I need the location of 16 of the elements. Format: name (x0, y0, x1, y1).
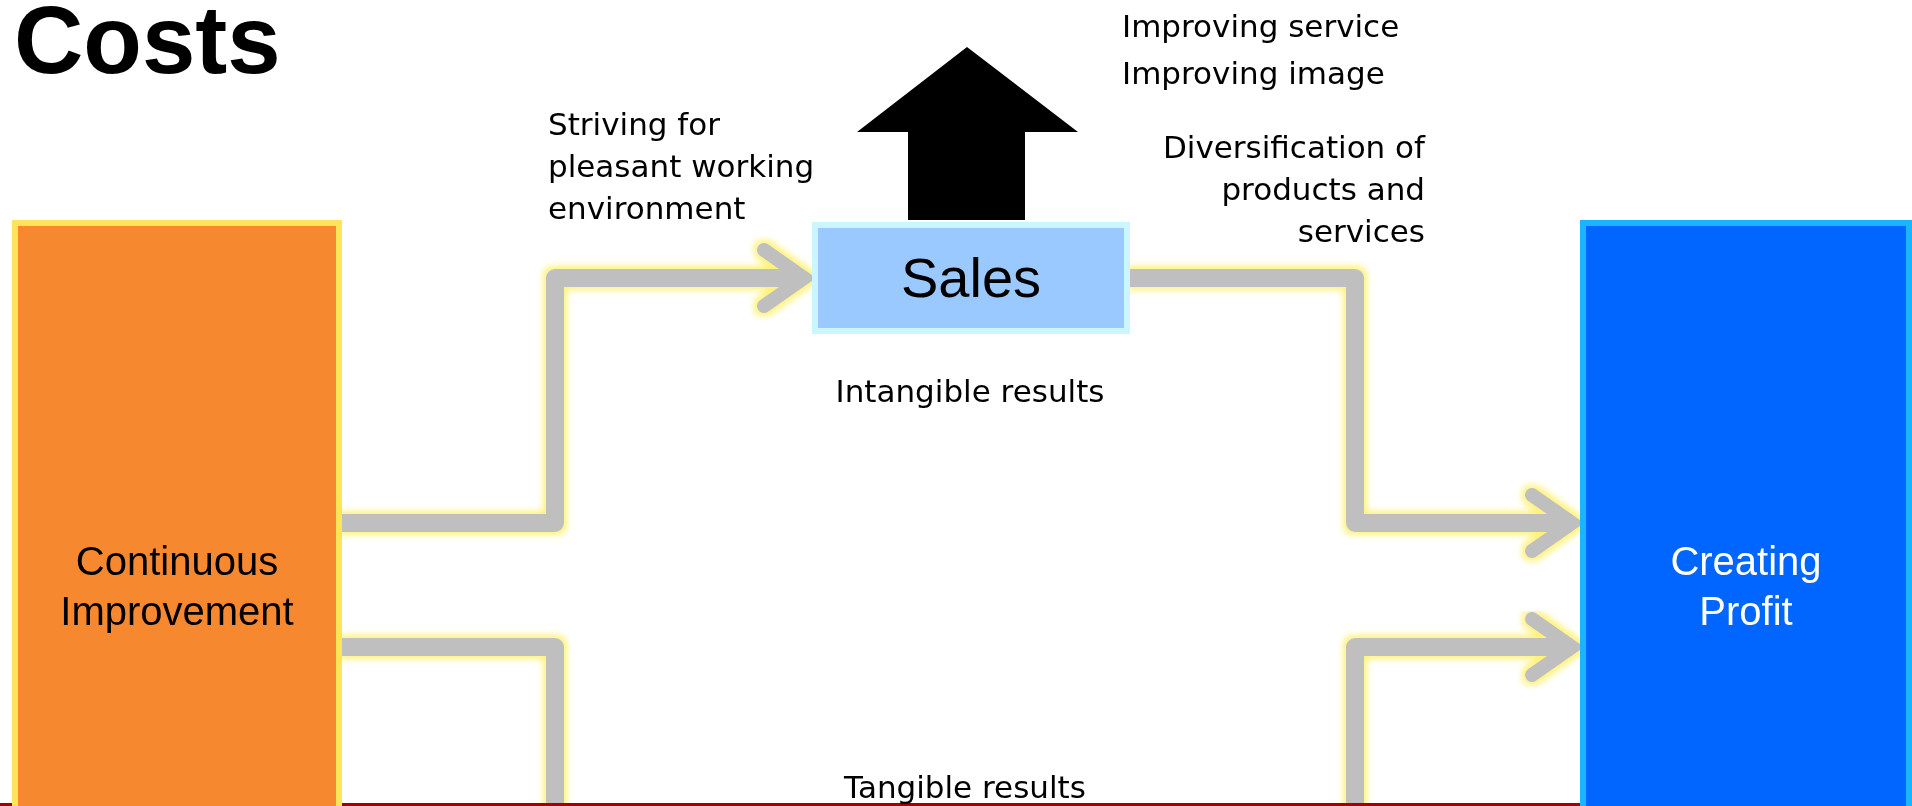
note-text: Improving image (1122, 54, 1386, 93)
arrow (342, 243, 811, 532)
note-text: Diversification of products and services (1161, 128, 1425, 251)
node-label: Sales (900, 245, 1042, 311)
note-text: Striving for pleasant working environment (548, 105, 816, 228)
title: Costs (14, 0, 281, 80)
note-text: Improving service (1122, 7, 1401, 46)
arrow (1130, 269, 1579, 558)
note-text: Intangible results (834, 372, 1106, 411)
node-label: Creating Profit (1669, 538, 1823, 635)
process-box (812, 222, 1130, 334)
note-text: Tangible results (843, 768, 1087, 806)
arrow (1346, 612, 1579, 806)
process-box (12, 220, 342, 806)
node-label: Continuous Improvement (59, 538, 295, 635)
process-box (1580, 220, 1912, 806)
